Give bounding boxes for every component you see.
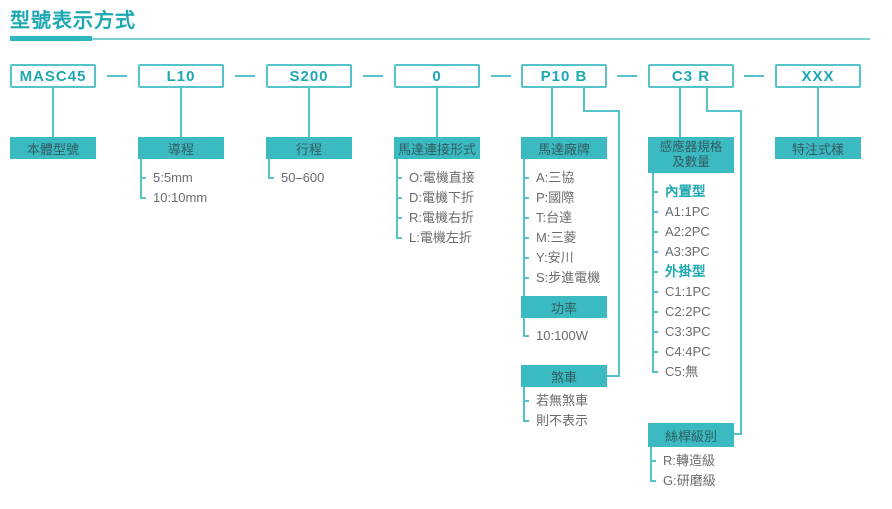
code-box-stroke: S200 bbox=[266, 64, 352, 88]
label-custom-spec: 特注式樣 bbox=[775, 137, 861, 159]
list-item: G:研磨級 bbox=[650, 471, 716, 491]
brake-branch-line bbox=[607, 375, 620, 377]
label-lead: 導程 bbox=[138, 137, 224, 159]
code-box-motor-connection: 0 bbox=[394, 64, 480, 88]
list-item: 10:10mm bbox=[140, 188, 207, 208]
screw-grade-branch-line bbox=[740, 110, 742, 435]
brake-header-box: 煞車 bbox=[521, 365, 607, 387]
label-motor-connection: 馬達連接形式 bbox=[394, 137, 480, 159]
connector-line bbox=[551, 88, 553, 137]
screw-grade-branch-line bbox=[706, 88, 708, 112]
list-item: C4:4PC bbox=[652, 342, 711, 362]
list-item: 若無煞車 bbox=[523, 391, 588, 411]
list-item: O:電機直接 bbox=[396, 168, 475, 188]
list-item: A1:1PC bbox=[652, 202, 711, 222]
power-header-box: 功率 bbox=[521, 296, 607, 318]
label-sensor-spec: 感應器規格 及數量 bbox=[648, 137, 734, 173]
list-item: Y:安川 bbox=[523, 248, 600, 268]
connector-line bbox=[52, 88, 54, 137]
code-box-body-model: MASC45 bbox=[10, 64, 96, 88]
connector-line bbox=[180, 88, 182, 137]
list-item: A3:3PC bbox=[652, 242, 711, 262]
title-underline-accent bbox=[10, 36, 92, 41]
list-item: 5:5mm bbox=[140, 168, 207, 188]
title-underline-rule bbox=[92, 38, 870, 40]
label-motor-brand: 馬達廠牌 bbox=[521, 137, 607, 159]
code-box-lead: L10 bbox=[138, 64, 224, 88]
code-box-motor-brand: P10 B bbox=[521, 64, 607, 88]
connector-line bbox=[817, 88, 819, 137]
list-item: R:電機右折 bbox=[396, 208, 475, 228]
screw-grade-header-box: 絲桿級別 bbox=[648, 423, 734, 447]
screw-grade-branch-line bbox=[734, 433, 742, 435]
list-item: P:國際 bbox=[523, 188, 600, 208]
list-item: 10:100W bbox=[523, 326, 588, 346]
label-stroke: 行程 bbox=[266, 137, 352, 159]
list-item: T:台達 bbox=[523, 208, 600, 228]
screw-grade-branch-line bbox=[706, 110, 742, 112]
separator-dash bbox=[363, 75, 383, 77]
list-item: L:電機左折 bbox=[396, 228, 475, 248]
brake-branch-line bbox=[618, 110, 620, 377]
separator-dash bbox=[235, 75, 255, 77]
stroke-options-list: 50–600 bbox=[268, 159, 324, 188]
brake-options-list: 若無煞車則不表示 bbox=[523, 387, 588, 431]
label-sensor-spec-line1: 感應器規格 bbox=[659, 140, 723, 154]
list-item: A2:2PC bbox=[652, 222, 711, 242]
list-group-heading: 外掛型 bbox=[652, 262, 711, 282]
list-item: C5:無 bbox=[652, 362, 711, 382]
separator-dash bbox=[744, 75, 764, 77]
list-item: D:電機下折 bbox=[396, 188, 475, 208]
separator-dash bbox=[107, 75, 127, 77]
separator-dash bbox=[617, 75, 637, 77]
page-title: 型號表示方式 bbox=[10, 10, 136, 32]
list-item: C2:2PC bbox=[652, 302, 711, 322]
connector-line bbox=[436, 88, 438, 137]
brake-branch-line bbox=[583, 88, 585, 112]
code-box-custom: XXX bbox=[775, 64, 861, 88]
list-item: C3:3PC bbox=[652, 322, 711, 342]
code-box-sensor: C3 R bbox=[648, 64, 734, 88]
separator-dash bbox=[491, 75, 511, 77]
list-item: C1:1PC bbox=[652, 282, 711, 302]
power-options-list: 10:100W bbox=[523, 318, 588, 346]
list-group-heading: 內置型 bbox=[652, 182, 711, 202]
list-item: S:步進電機 bbox=[523, 268, 600, 288]
power-stem-line bbox=[523, 288, 525, 296]
list-item: 則不表示 bbox=[523, 411, 588, 431]
connector-line bbox=[679, 88, 681, 137]
list-item: M:三菱 bbox=[523, 228, 600, 248]
label-sensor-spec-line2: 及數量 bbox=[672, 155, 710, 169]
list-item: 50–600 bbox=[268, 168, 324, 188]
label-body-model: 本體型號 bbox=[10, 137, 96, 159]
list-item: R:轉造級 bbox=[650, 451, 716, 471]
brake-branch-line bbox=[583, 110, 620, 112]
connector-line bbox=[308, 88, 310, 137]
list-item: A:三協 bbox=[523, 168, 600, 188]
